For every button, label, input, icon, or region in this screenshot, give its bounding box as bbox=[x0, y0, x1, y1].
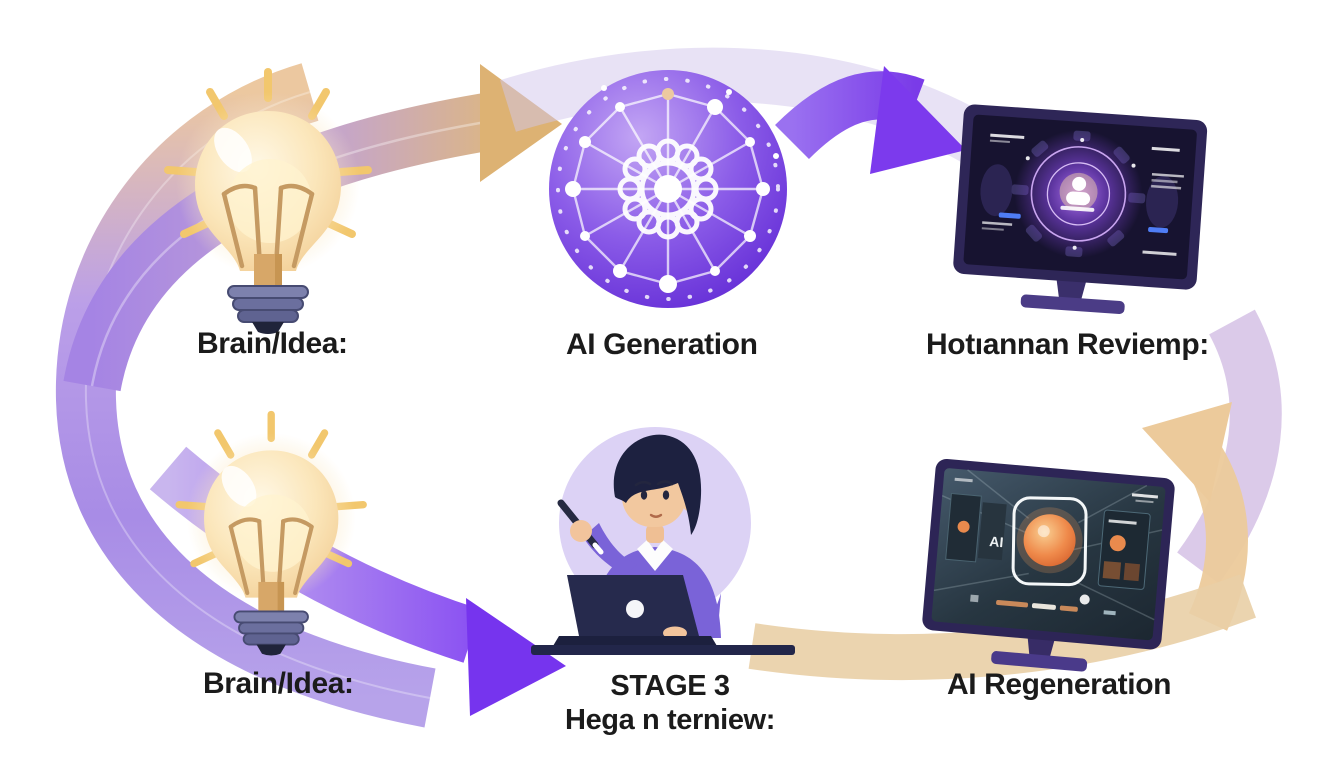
label-human-review: Hotıannan Reviemp: bbox=[926, 328, 1209, 361]
cycle-arrow-bottom-band bbox=[748, 574, 1256, 681]
monitor-review-icon bbox=[953, 104, 1208, 315]
monitor-review-screen bbox=[963, 114, 1197, 280]
brain-flower-core bbox=[617, 138, 719, 240]
label-stage-line2: Hega n terniew: bbox=[565, 704, 775, 736]
person-laptop-icon bbox=[531, 427, 795, 655]
label-ai-regeneration: AI Regeneration bbox=[947, 668, 1172, 701]
label-brain-idea-top: Brain/Idea: bbox=[197, 327, 348, 360]
desk bbox=[531, 645, 795, 655]
rounded-frame bbox=[1011, 496, 1088, 587]
faint-lavender-band bbox=[500, 47, 1021, 181]
ai-badge: AI bbox=[989, 533, 1004, 550]
monitor-stand-base bbox=[1020, 294, 1125, 315]
purple-arrowhead-icon bbox=[870, 66, 966, 174]
tan-arrowhead-icon bbox=[1142, 402, 1232, 502]
avatar-glyph bbox=[1059, 172, 1098, 212]
orange-orb-icon bbox=[1023, 514, 1076, 567]
person-hand bbox=[570, 520, 592, 542]
monitor-stand-neck bbox=[1027, 634, 1056, 659]
collar bbox=[637, 540, 673, 571]
label-brain-idea-bottom: Brain/Idea: bbox=[203, 667, 354, 700]
monitor-regen-screen: AI bbox=[931, 468, 1166, 641]
label-stage-line1: STAGE 3 bbox=[610, 670, 730, 702]
label-stage-3: STAGE 3 Hega n terniew: bbox=[520, 669, 820, 737]
purple-arrowhead-bottom-icon bbox=[466, 598, 566, 716]
monitor-regeneration-icon: AI bbox=[922, 458, 1175, 672]
label-ai-generation: AI Generation bbox=[566, 328, 758, 361]
lightbulb-icon bbox=[168, 72, 368, 334]
monitor-stand-base bbox=[991, 651, 1088, 672]
monitor-stand-neck bbox=[1056, 278, 1087, 301]
neural-network-sphere-icon bbox=[549, 70, 787, 308]
